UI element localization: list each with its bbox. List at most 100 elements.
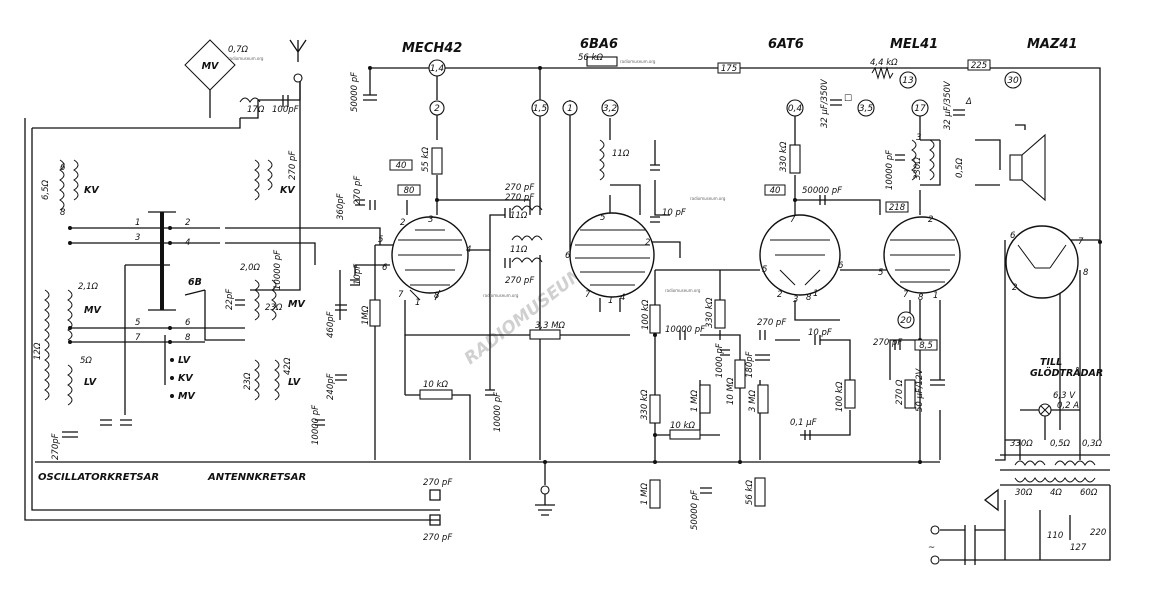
svg-text:8: 8 xyxy=(434,291,440,301)
svg-text:10 kΩ: 10 kΩ xyxy=(423,380,448,390)
svg-text:10 kΩ: 10 kΩ xyxy=(670,421,695,431)
svg-text:6: 6 xyxy=(565,251,571,261)
svg-text:0,1 µF: 0,1 µF xyxy=(790,418,817,428)
svg-text:6: 6 xyxy=(1010,231,1016,241)
svg-text:11Ω: 11Ω xyxy=(612,149,630,159)
svg-text:270 pF: 270 pF xyxy=(505,276,534,286)
component-labels: 0,7Ω 17Ω 100pF 50000 pF 56 kΩ 4,4 kΩ 55 … xyxy=(33,45,1106,553)
svg-text:0,5Ω: 0,5Ω xyxy=(1050,439,1071,449)
svg-text:460pF: 460pF xyxy=(326,311,336,338)
svg-text:4: 4 xyxy=(185,238,190,248)
svg-text:270 pF: 270 pF xyxy=(505,183,534,193)
boxed-values: 175 225 40 80 40 218 8,5 xyxy=(389,59,991,351)
svg-text:10000 pF: 10000 pF xyxy=(885,150,895,190)
svg-text:8: 8 xyxy=(185,333,191,343)
boxed-40-b: 40 xyxy=(770,186,781,196)
svg-text:127: 127 xyxy=(1070,543,1087,553)
svg-text:100pF: 100pF xyxy=(272,105,299,115)
svg-text:5: 5 xyxy=(762,265,767,275)
tube-mel41 xyxy=(883,216,961,294)
node-0-4: 0,4 xyxy=(786,99,804,117)
tube-title-mech42: MECH42 xyxy=(402,41,462,56)
svg-text:2: 2 xyxy=(645,238,650,248)
svg-text:8: 8 xyxy=(918,293,924,303)
svg-text:3,3 MΩ: 3,3 MΩ xyxy=(535,321,566,331)
tube-6at6 xyxy=(759,214,841,296)
band-kv: KV xyxy=(178,373,193,384)
svg-text:56 kΩ: 56 kΩ xyxy=(745,480,755,505)
boxed-40-a: 40 xyxy=(396,161,407,171)
svg-text:4: 4 xyxy=(466,245,471,255)
svg-text:220: 220 xyxy=(1090,528,1106,538)
svg-text:7: 7 xyxy=(585,290,591,300)
svg-text:0,5Ω: 0,5Ω xyxy=(955,157,965,178)
svg-text:6: 6 xyxy=(838,261,844,271)
svg-text:2: 2 xyxy=(434,104,440,114)
svg-text:20: 20 xyxy=(900,316,912,326)
coil-label-lv-osc: LV xyxy=(84,377,97,388)
wires xyxy=(24,67,1111,561)
svg-text:50000 pF: 50000 pF xyxy=(802,186,842,196)
svg-text:270 pF: 270 pF xyxy=(423,533,452,543)
node-30: 30 xyxy=(1004,71,1022,89)
svg-text:7: 7 xyxy=(1078,237,1084,247)
svg-text:2: 2 xyxy=(928,215,933,225)
mv-antenna-box: MV xyxy=(184,39,236,118)
svg-text:180pF: 180pF xyxy=(745,351,755,378)
svg-text:10 pF: 10 pF xyxy=(662,208,686,218)
svg-text:2: 2 xyxy=(400,218,405,228)
svg-text:330 kΩ: 330 kΩ xyxy=(779,141,789,172)
svg-text:1: 1 xyxy=(567,104,573,114)
svg-text:0,7Ω: 0,7Ω xyxy=(228,45,249,55)
svg-text:360pF: 360pF xyxy=(336,193,346,220)
mv-box-label: MV xyxy=(202,61,219,72)
svg-text:330 kΩ: 330 kΩ xyxy=(705,297,715,328)
svg-text:11Ω: 11Ω xyxy=(510,211,528,221)
svg-text:1,4: 1,4 xyxy=(430,64,445,74)
svg-text:1MΩ: 1MΩ xyxy=(361,305,371,325)
svg-text:100 kΩ: 100 kΩ xyxy=(835,381,845,412)
svg-text:5: 5 xyxy=(600,213,605,223)
svg-text:10000 pF: 10000 pF xyxy=(273,250,283,290)
svg-text:7: 7 xyxy=(790,215,796,225)
svg-text:5: 5 xyxy=(878,268,883,278)
svg-text:50000 pF: 50000 pF xyxy=(350,72,360,112)
svg-text:13: 13 xyxy=(902,76,914,86)
coil-label-kv-osc: KV xyxy=(84,185,99,196)
heater-label-2: GLÖDTRÅDAR xyxy=(1030,368,1103,379)
antenna-label: ANTENNKRETSAR xyxy=(207,472,306,483)
svg-text:270 pF: 270 pF xyxy=(505,193,534,203)
node-1-5: 1,5 xyxy=(531,99,549,117)
boxed-225: 225 xyxy=(971,61,987,71)
svg-text:270 pF: 270 pF xyxy=(757,318,786,328)
svg-text:5: 5 xyxy=(135,318,140,328)
svg-text:2: 2 xyxy=(185,218,190,228)
svg-text:1 MΩ: 1 MΩ xyxy=(690,390,700,412)
svg-text:1: 1 xyxy=(608,296,613,306)
svg-text:1: 1 xyxy=(813,289,818,299)
svg-text:6: 6 xyxy=(60,163,66,173)
band-lv: LV xyxy=(178,355,191,366)
svg-text:1,5: 1,5 xyxy=(533,104,548,114)
tube-maz41 xyxy=(1005,225,1079,299)
tiny-mark-4: radiomuseum.org xyxy=(665,288,701,293)
svg-text:4: 4 xyxy=(620,293,625,303)
svg-text:3: 3 xyxy=(793,295,798,305)
svg-text:4Ω: 4Ω xyxy=(1050,488,1062,498)
band-labels: LV KV MV xyxy=(170,355,195,402)
node-3-5: 3,5 xyxy=(857,99,875,117)
resistors xyxy=(369,56,916,509)
coil-label-kv-ant: KV xyxy=(280,185,295,196)
svg-text:8: 8 xyxy=(60,208,66,218)
node-1-4: 1,4 xyxy=(428,59,446,77)
tube-title-mel41: MEL41 xyxy=(890,37,938,52)
svg-text:3,2: 3,2 xyxy=(603,104,618,114)
tiny-mark-2: radiomuseum.org xyxy=(620,59,656,64)
svg-text:17: 17 xyxy=(914,104,926,114)
svg-text:17Ω: 17Ω xyxy=(247,105,265,115)
svg-text:3,5: 3,5 xyxy=(859,104,874,114)
coil-label-mv-osc: MV xyxy=(84,305,101,316)
svg-text:8: 8 xyxy=(1083,268,1089,278)
svg-text:30Ω: 30Ω xyxy=(1015,488,1033,498)
